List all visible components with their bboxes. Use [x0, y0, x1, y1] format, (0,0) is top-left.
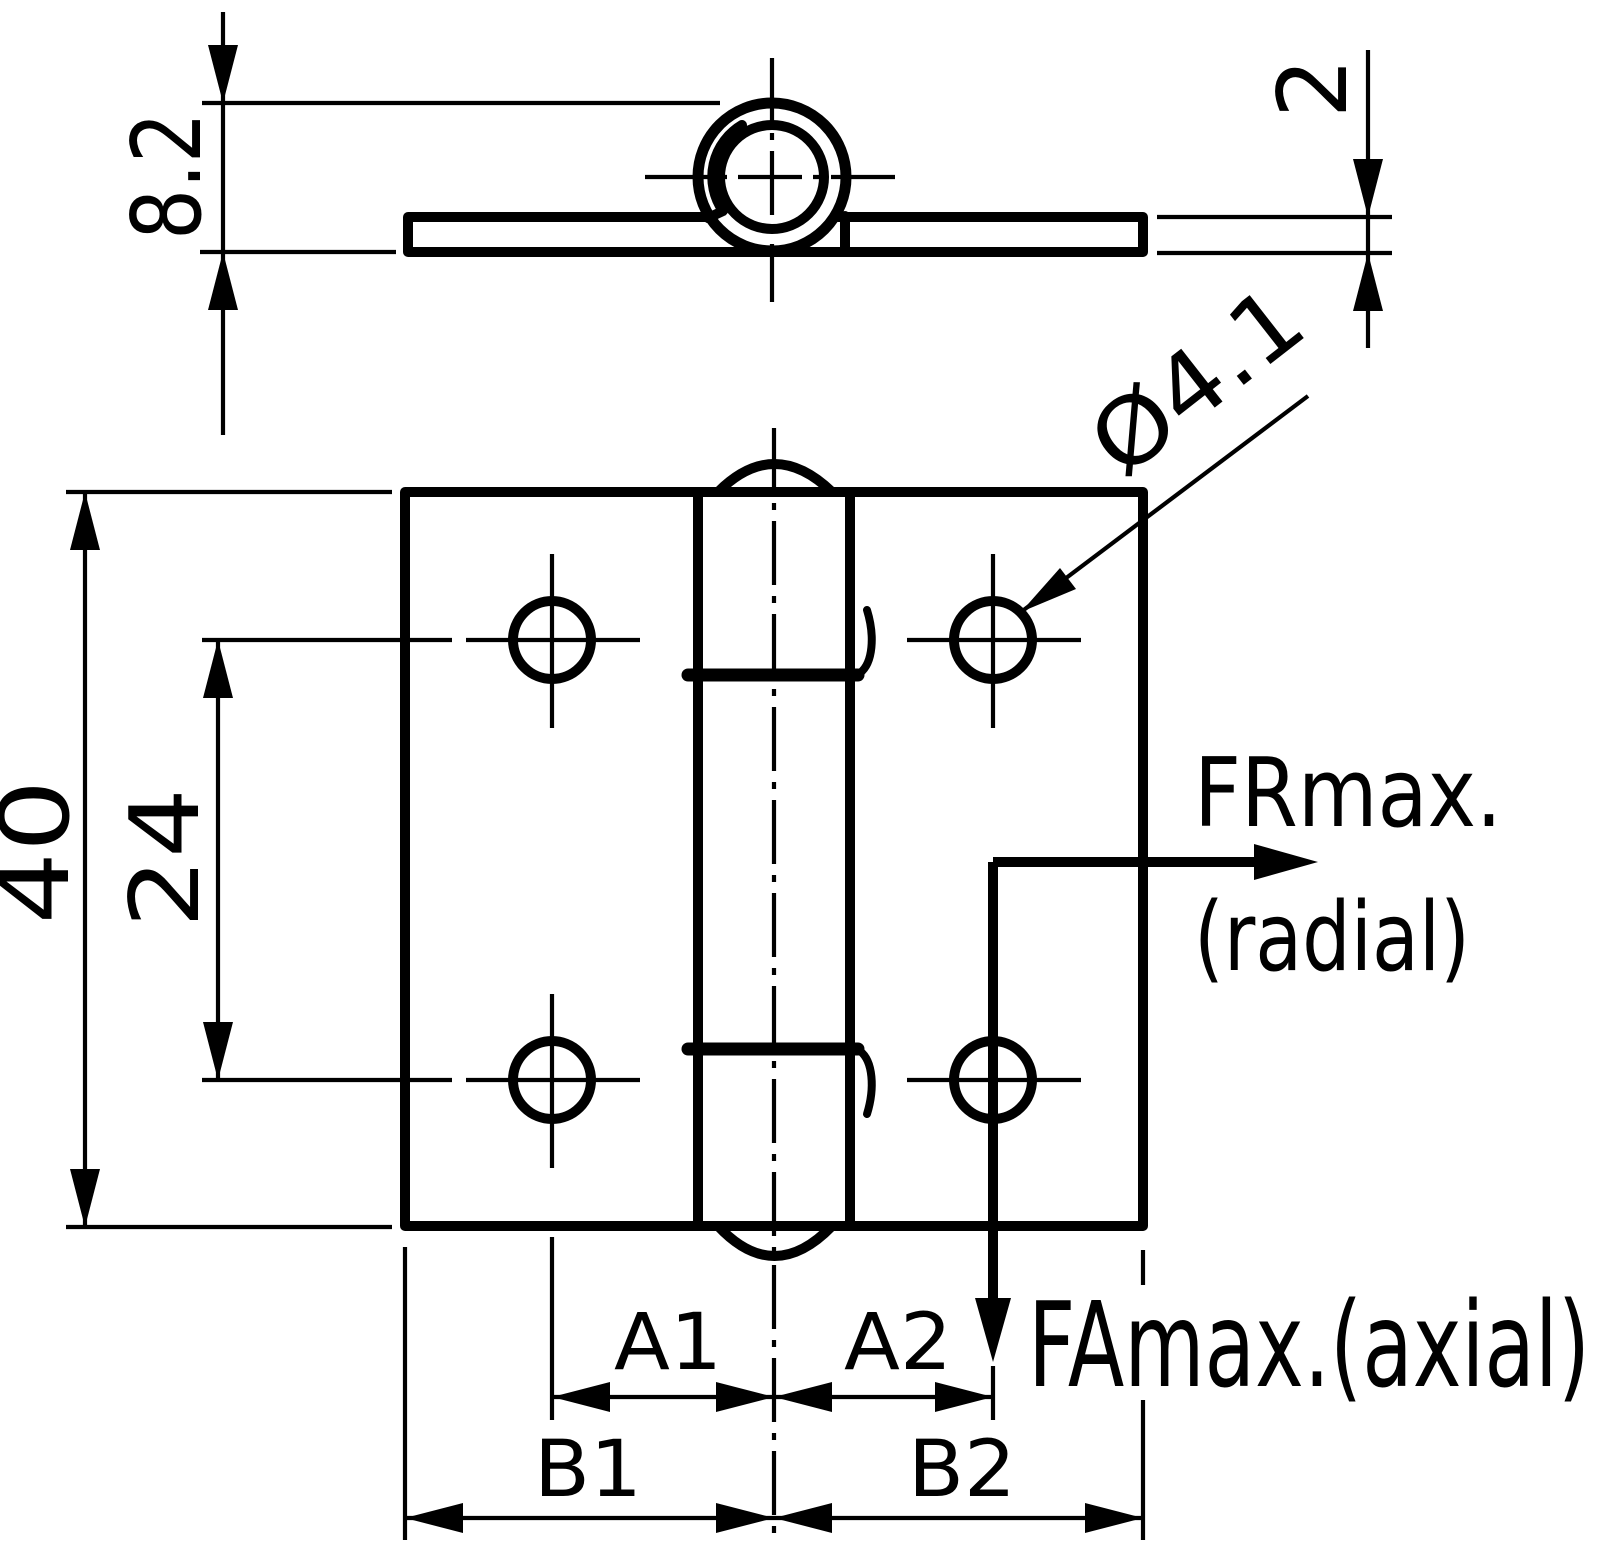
hole-crosshair — [466, 994, 640, 1168]
arrowhead-right-icon — [716, 1503, 774, 1533]
axial-force-arrowhead-icon — [975, 1298, 1011, 1362]
arrowhead-left-icon — [405, 1503, 463, 1533]
mounting-hole-top-left — [466, 554, 640, 728]
arrowhead-down-icon — [70, 1169, 100, 1227]
arrowhead-up-icon — [203, 640, 233, 698]
dim-24-label: 24 — [111, 788, 221, 928]
dimension-b1-b2: B1 B2 — [402, 1247, 1146, 1540]
radial-force-sublabel: (radial) — [1194, 883, 1470, 993]
arrowhead-up-icon — [208, 252, 238, 310]
arrowhead-right-icon — [935, 1382, 993, 1412]
arrowhead-down-icon — [208, 45, 238, 103]
axial-force-label: FAmax.(axial) — [1028, 1276, 1590, 1414]
hole-diameter-callout: Ø4.1 — [1019, 265, 1325, 614]
arrowhead-left-icon — [774, 1382, 832, 1412]
arrowhead-right-icon — [716, 1382, 774, 1412]
arrowhead-left-icon — [552, 1382, 610, 1412]
mounting-hole-bottom-left — [466, 994, 640, 1168]
arrowhead-up-icon — [1353, 253, 1383, 311]
leader-arrowhead-icon — [1021, 568, 1076, 612]
knuckle-curl-arc — [703, 120, 747, 223]
dim-2-label: 2 — [1259, 58, 1369, 118]
radial-force-label: FRmax. — [1194, 739, 1502, 849]
dimension-40: 40 — [0, 489, 392, 1230]
curl-tick-bottom — [856, 1047, 876, 1118]
top-view — [403, 58, 1148, 302]
force-annotations: FRmax. (radial) FAmax.(axial) — [975, 739, 1590, 1414]
dimension-8-2: 8.2 — [113, 12, 720, 435]
dimension-24: 24 — [111, 637, 452, 1083]
dimension-a1-a2: A1 A2 — [549, 1237, 996, 1420]
dim-40-label: 40 — [0, 780, 91, 925]
pin-arc-bottom — [713, 1221, 837, 1261]
arrowhead-left-icon — [774, 1503, 832, 1533]
arrowhead-right-icon — [1085, 1503, 1143, 1533]
dim-b2-label: B2 — [908, 1425, 1016, 1515]
dim-8-2-label: 8.2 — [113, 112, 223, 240]
dim-a2-label: A2 — [844, 1298, 952, 1388]
arrowhead-up-icon — [70, 492, 100, 550]
curl-tick-top — [856, 606, 876, 677]
mounting-hole-top-right — [907, 554, 1081, 728]
arrowhead-down-icon — [203, 1022, 233, 1080]
hole-diameter-label: Ø4.1 — [1070, 265, 1325, 497]
dimension-2: 2 — [1157, 50, 1392, 348]
hole-crosshair — [907, 554, 1081, 728]
hole-crosshair — [466, 554, 640, 728]
arrowhead-down-icon — [1353, 159, 1383, 217]
leader-line — [1019, 394, 1310, 614]
radial-force-arrowhead-icon — [1254, 844, 1318, 880]
dim-b1-label: B1 — [534, 1425, 642, 1515]
dim-a1-label: A1 — [614, 1298, 722, 1388]
